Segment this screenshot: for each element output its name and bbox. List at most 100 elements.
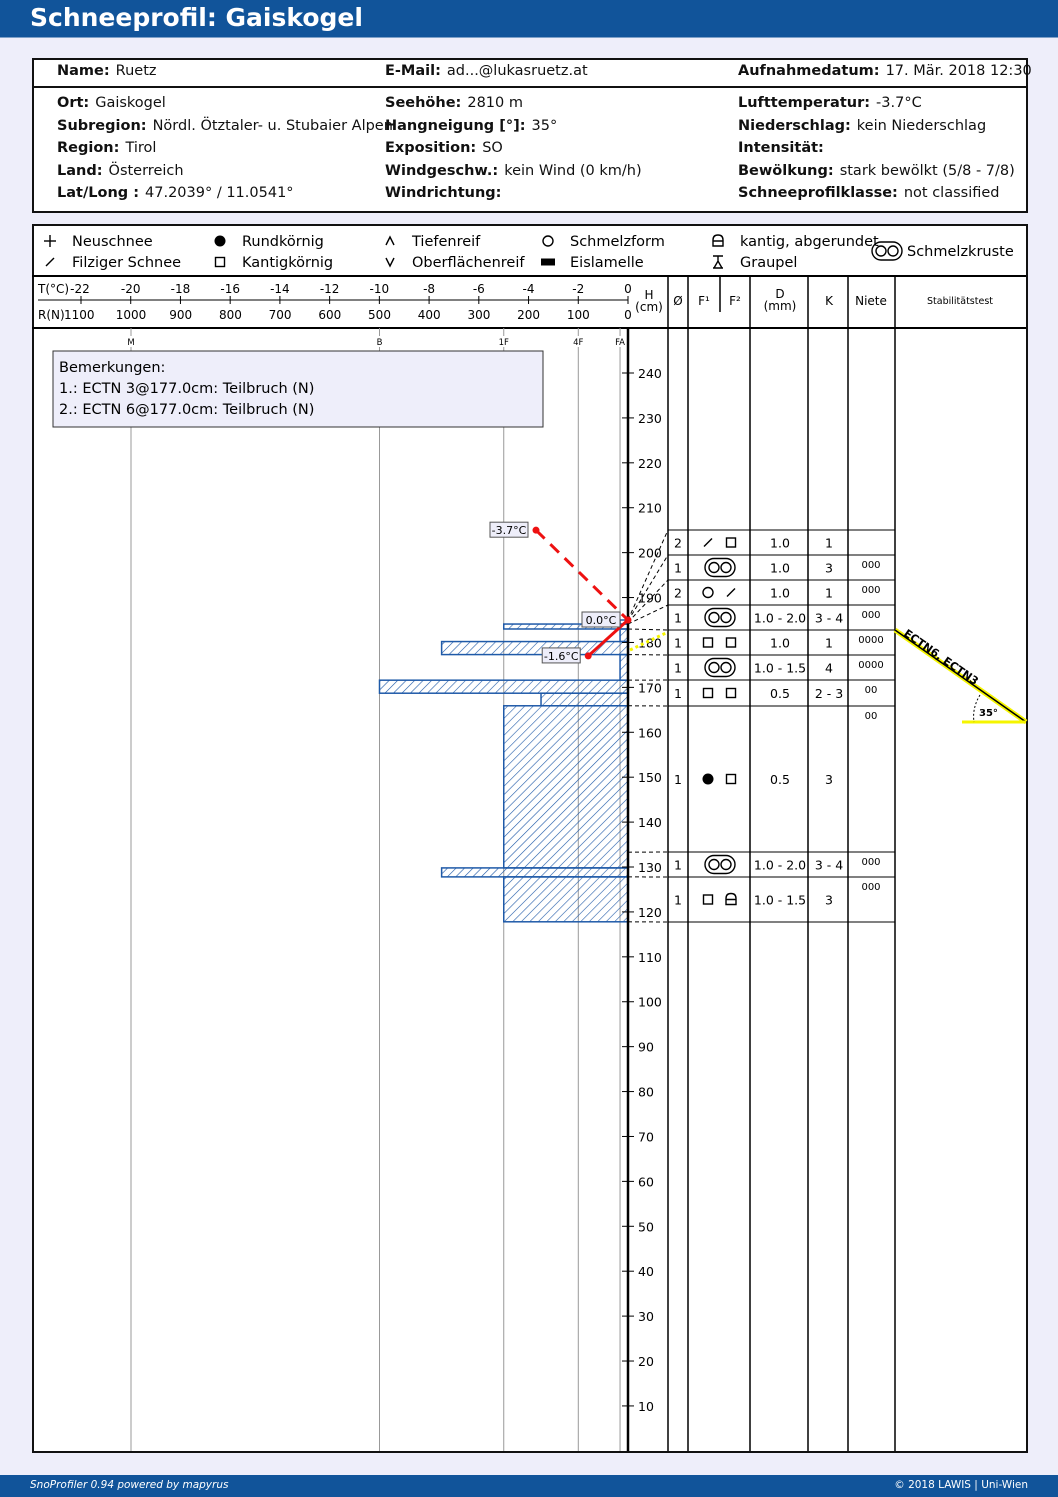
- hardness-axis-label: R(N): [38, 308, 65, 322]
- temp-tick-label: 0: [624, 282, 632, 296]
- layer-hardness: 1: [825, 536, 833, 551]
- layer-wetness: 1: [674, 772, 682, 787]
- column-header-stab: Stabilitätstest: [927, 296, 993, 307]
- snow-temperature-line: [587, 618, 630, 658]
- layer-wetness: 1: [674, 686, 682, 701]
- layer-hardness: 3 - 4: [815, 611, 843, 626]
- hardness-mark-label: B: [377, 338, 383, 348]
- legend-item: Eislamelle: [541, 255, 644, 271]
- remark-line: 2.: ECTN 6@177.0cm: Teilbruch (N): [59, 402, 314, 418]
- info-field: Niederschlag:kein Niederschlag: [738, 117, 987, 134]
- hardness-tick-label: 800: [219, 308, 242, 322]
- legend-item: Neuschnee: [44, 234, 153, 250]
- circle-icon: [702, 586, 714, 599]
- melt-crust-icon: [704, 557, 736, 578]
- footer-copyright: © 2018 LAWIS | Uni-Wien: [894, 1479, 1028, 1491]
- layer-hardness: 1: [825, 586, 833, 601]
- square-icon: [702, 894, 714, 905]
- layer-niete: 0000: [858, 660, 883, 671]
- slope-angle-label: 35°: [979, 708, 998, 719]
- name-field: Name:Ruetz: [57, 63, 157, 79]
- column-header-d_unit: (mm): [764, 299, 797, 313]
- hardness-tick-label: 300: [467, 308, 490, 322]
- temperature-label-box: [541, 647, 581, 664]
- legend-label: Oberflächenreif: [412, 255, 525, 271]
- slash-icon: [726, 588, 736, 597]
- hardness-layer: [503, 876, 629, 923]
- layer-wetness: 1: [674, 661, 682, 676]
- dot-icon: [214, 235, 226, 247]
- height-tick-label: 200: [638, 546, 662, 561]
- legend-label: Graupel: [740, 255, 797, 271]
- air-temperature-line: [534, 529, 630, 622]
- temp-tick-label: -22: [70, 282, 90, 296]
- hardness-layer: [503, 705, 629, 869]
- layer-wetness: 1: [674, 636, 682, 651]
- square-icon: [725, 687, 737, 699]
- hardness-tick-label: 600: [318, 308, 341, 322]
- hardness-tick-label: 700: [269, 308, 292, 322]
- hardness-tick-label: 100: [567, 308, 590, 322]
- info-field: Ort:Gaiskogel: [57, 95, 166, 111]
- hardness-mark-label: M: [127, 338, 134, 348]
- title-bar: Schneeprofil: Gaiskogel: [0, 0, 1058, 38]
- info-field: Intensität:: [738, 140, 824, 156]
- layer-wetness: 1: [674, 611, 682, 626]
- melt-crust-icon: [704, 607, 736, 628]
- height-tick-label: 140: [638, 815, 662, 830]
- height-tick-label: 130: [638, 860, 662, 875]
- melt-crust-icon: [871, 241, 903, 261]
- rounded-faceted-icon: [725, 892, 737, 906]
- layer-niete: 000: [861, 560, 880, 571]
- temperature-label: -1.6°C: [544, 650, 579, 663]
- height-tick-label: 120: [638, 905, 662, 920]
- info-field: Land:Österreich: [57, 162, 184, 179]
- layer-wetness: 2: [674, 536, 682, 551]
- square-icon: [702, 637, 714, 648]
- hardness-layer: [540, 692, 629, 707]
- temperature-label: 0.0°C: [586, 614, 617, 627]
- legend-label: Eislamelle: [570, 255, 644, 271]
- hardness-mark-label: FA: [615, 338, 625, 348]
- legend-item: Schmelzform: [542, 234, 665, 250]
- legend-item: Filziger Schnee: [45, 255, 181, 271]
- layer-niete: 00: [865, 685, 878, 696]
- slash-icon: [45, 257, 55, 267]
- height-tick-label: 20: [638, 1354, 654, 1369]
- legend-item: Schmelzkruste: [871, 241, 1014, 261]
- layer-grain-size: 1.0: [770, 561, 790, 576]
- column-header-k: K: [825, 294, 834, 308]
- remark-line: 1.: ECTN 3@177.0cm: Teilbruch (N): [59, 381, 314, 397]
- legend-label: Schmelzform: [570, 234, 665, 250]
- temperature-point: [584, 652, 592, 660]
- temp-tick-label: -12: [320, 282, 340, 296]
- square-icon: [702, 687, 714, 699]
- info-field: Hangneigung [°]:35°: [385, 117, 558, 134]
- temp-tick-label: -4: [523, 282, 535, 296]
- height-tick-label: 30: [638, 1309, 654, 1324]
- info-field: Bewölkung:stark bewölkt (5/8 - 7/8): [738, 162, 1015, 179]
- info-field: Windrichtung:: [385, 185, 502, 201]
- height-tick-label: 70: [638, 1129, 654, 1144]
- melt-crust-icon: [704, 657, 736, 678]
- temperature-label-box: [489, 521, 529, 538]
- height-tick-label: 170: [638, 680, 662, 695]
- slash-icon: [703, 538, 713, 547]
- graupel-icon: [713, 255, 723, 269]
- rounded-faceted-icon: [712, 234, 724, 247]
- layer-grain-size: 1.0 - 1.5: [754, 661, 806, 676]
- layer-hardness: 3: [825, 893, 833, 908]
- layer-grain-size: 0.5: [770, 772, 790, 787]
